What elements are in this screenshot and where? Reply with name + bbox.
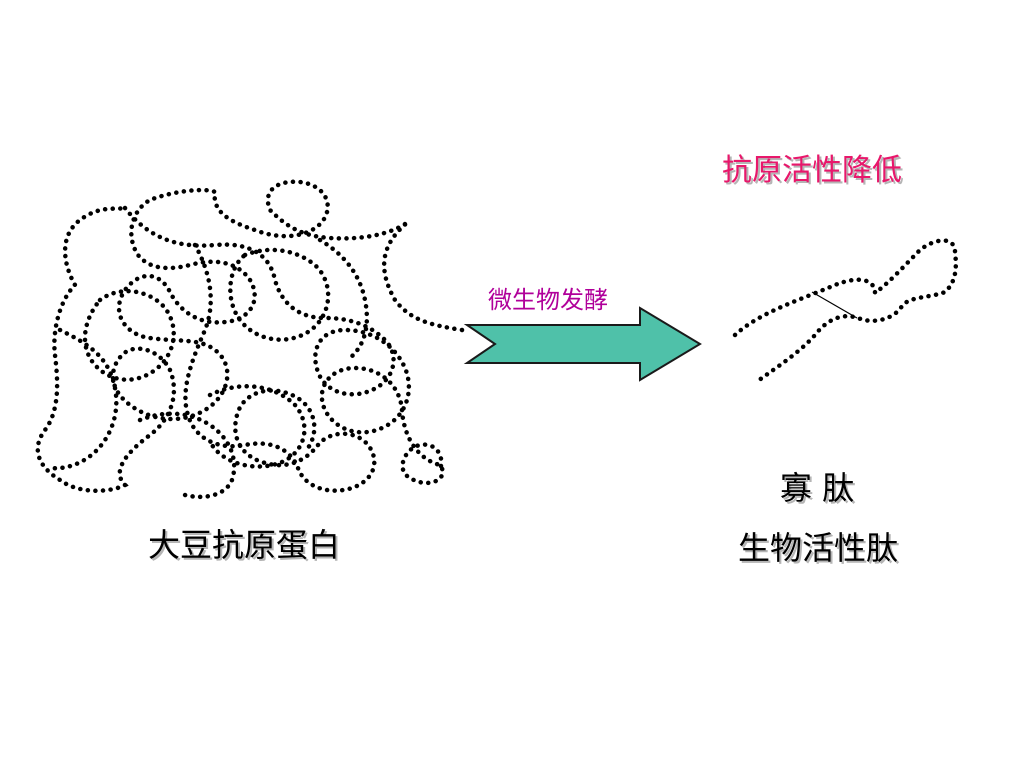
product-label-bioactive-peptide: 生物活性肽: [738, 529, 899, 567]
result-title: 抗原活性降低: [722, 153, 902, 188]
process-label: 微生物发酵: [488, 286, 608, 314]
peptide-bond-line: [811, 291, 858, 319]
protein-tangle-icon: [35, 179, 465, 500]
peptide-chain-icon: [732, 238, 959, 386]
source-protein-label: 大豆抗原蛋白: [148, 526, 341, 564]
process-arrow-icon: [463, 306, 702, 382]
product-label-oligopeptide: 寡 肽: [780, 469, 855, 507]
